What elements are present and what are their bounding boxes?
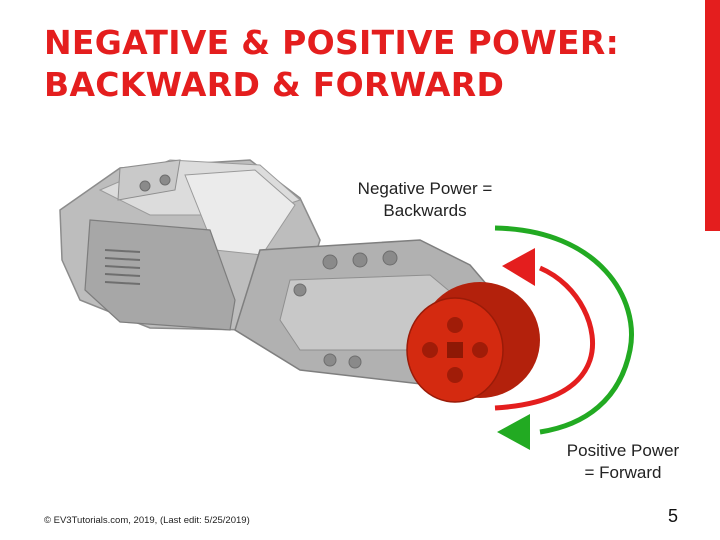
title-line-2: BACKWARD & FORWARD bbox=[44, 65, 505, 104]
negative-label-line-1: Negative Power = bbox=[357, 179, 493, 198]
motor-hub bbox=[406, 282, 540, 403]
accent-bar bbox=[705, 0, 720, 231]
copyright-footer: © EV3Tutorials.com, 2019, (Last edit: 5/… bbox=[44, 515, 250, 526]
title-line-1: NEGATIVE & POSITIVE POWER: bbox=[44, 23, 620, 62]
negative-power-label: Negative Power = Backwards bbox=[330, 178, 520, 222]
green-arc-arrow bbox=[494, 225, 634, 450]
slide-title: NEGATIVE & POSITIVE POWER: BACKWARD & FO… bbox=[44, 22, 684, 106]
positive-label-line-1: Positive Power bbox=[566, 441, 680, 460]
positive-power-label: Positive Power = Forward bbox=[548, 440, 698, 484]
negative-label-line-2: Backwards bbox=[383, 201, 467, 220]
positive-label-line-2: = Forward bbox=[584, 463, 662, 482]
page-number: 5 bbox=[668, 506, 679, 526]
red-arc-arrow bbox=[494, 248, 596, 411]
